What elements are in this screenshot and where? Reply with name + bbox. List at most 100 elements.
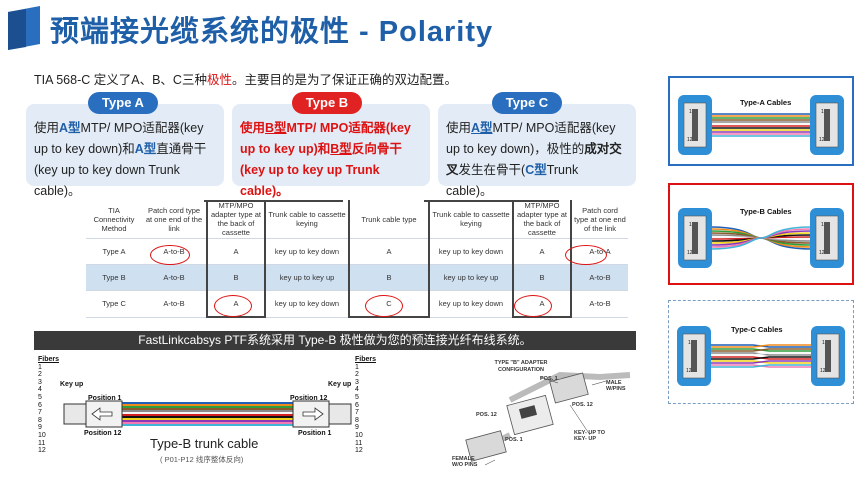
fiber-strand (709, 344, 813, 348)
table-thick-top (204, 200, 343, 202)
fiber-strand (122, 404, 293, 406)
table-header-cell: Trunk cable to cassette keying (265, 200, 349, 239)
type-b-pill: Type B (292, 92, 362, 114)
trunk-cable-label: Type-B trunk cable (150, 436, 259, 451)
adapter-pos12-left: POS. 12 (476, 412, 497, 418)
fiber-strand (709, 364, 813, 368)
table-cell: B (348, 264, 430, 291)
table-header-cell: MTP/MPO adapter type at the back of cass… (206, 200, 266, 239)
fiber-strand (122, 410, 293, 412)
table-header-cell: Trunk cable type (348, 200, 430, 239)
table-cell: key up to key down (429, 290, 513, 318)
position-number: 1 (821, 109, 824, 115)
fiber-strand (122, 424, 293, 426)
table-header-cell: Patch cord type at one end of the link (142, 200, 207, 239)
connectivity-table: TIA Connectivity Method Patch cord type … (86, 200, 628, 318)
adapter-configuration-drawing (465, 371, 631, 466)
fiber-strand (709, 226, 813, 250)
subtitle: TIA 568-C 定义了A、B、C三种极性。主要目的是为了保证正确的双边配置。 (34, 73, 457, 87)
fiber-strand (122, 414, 293, 416)
type-c-cables-caption: Type-C Cables (731, 325, 783, 334)
fiber-strand (709, 356, 813, 360)
adapter-pos1-top: POS. 1 (540, 376, 558, 382)
adapter-pos12-top: POS. 12 (572, 402, 593, 408)
table-cell: A (206, 238, 266, 265)
fiber-strand (122, 406, 293, 408)
table-cell: A (512, 238, 572, 265)
right-connector (328, 403, 352, 425)
cable-connector: 1 12 (678, 208, 712, 268)
table-header-cell: TIA Connectivity Method (86, 200, 142, 239)
table-header-cell: Patch cord type at one end of the link (571, 200, 628, 239)
position-12-left-label: Position 12 (84, 430, 122, 437)
brand-logo-icon (8, 6, 40, 50)
fiber-strand (709, 348, 813, 352)
fiber-strand (122, 420, 293, 422)
table-cell: key up to key up (429, 264, 513, 291)
table-cell: Type A (86, 238, 142, 265)
fiber-strand (709, 352, 813, 356)
type-c-pill: Type C (492, 92, 562, 114)
table-cell: key up to key down (265, 238, 349, 265)
fiber-strand (122, 422, 293, 424)
fiber-strand (122, 408, 293, 410)
fiber-strand (122, 402, 293, 404)
table-cell: Type B (86, 264, 142, 291)
position-number: 12 (687, 137, 693, 143)
fiber-strand (122, 416, 293, 418)
position-number: 1 (689, 222, 692, 228)
adapter-title: TYPE "B" ADAPTER CONFIGURATION (494, 360, 548, 373)
position-number: 1 (822, 340, 825, 346)
adapter-female-label: FEMALE W/O PINS (452, 456, 478, 468)
arrow-icon (91, 407, 113, 421)
arrow-icon (302, 407, 324, 421)
trunk-cable-diagram (63, 400, 352, 428)
position-number: 1 (689, 109, 692, 115)
type-a-box: 使用A型MTP/ MPO适配器(key up to key down)和A型直通… (26, 104, 224, 198)
type-b-box: 使用B型MTP/ MPO适配器(key up to key up)和B型反向骨干… (232, 104, 430, 198)
position-number: 12 (819, 137, 825, 143)
table-cell: B (206, 264, 266, 291)
key-up-left-label: Key up (60, 381, 84, 388)
type-a-cables-caption: Type-A Cables (740, 98, 792, 107)
highlight-ellipse (514, 295, 552, 317)
key-up-right-label: Key up (328, 381, 352, 388)
position-1-right-label: Position 1 (298, 430, 332, 437)
fiber-strand (709, 360, 813, 364)
fiber-strand (122, 418, 293, 420)
position-number: 1 (688, 340, 691, 346)
position-number: 1 (821, 222, 824, 228)
page-title: 预端接光缆系统的极性 - Polarity (50, 16, 494, 48)
adapter-pos1-bottom: POS. 1 (505, 437, 523, 443)
adapter-male-label: MALE W/PINS (606, 380, 626, 392)
table-cell: A-to-B (571, 290, 628, 318)
table-cell: key up to key down (429, 238, 513, 265)
position-number: 12 (687, 250, 693, 256)
table-thick-top (424, 200, 559, 202)
type-a-cable-illustration: 1 12 1 12 (678, 95, 844, 155)
adapter-keyup-label: KEY- UP TO KEY- UP (574, 430, 605, 442)
highlight-ellipse (214, 295, 252, 317)
table-cell: A-to-B (142, 290, 207, 318)
position-number: 12 (820, 368, 826, 374)
type-a-pill: Type A (88, 92, 158, 114)
position-1-left-label: Position 1 (88, 395, 122, 402)
table-header-cell: MTP/MPO adapter type at the back of cass… (512, 200, 572, 239)
highlight-ellipse (565, 245, 607, 265)
cable-connector: 112 (677, 326, 711, 386)
cable-connector: 1 12 (678, 95, 712, 155)
trunk-cable-sublabel: ( P01-P12 线序整体反向) (160, 455, 244, 464)
table-header-row: TIA Connectivity Method Patch cord type … (86, 200, 628, 239)
type-a-cables-panel: 1 12 1 12 Type-A Cables (668, 76, 854, 166)
highlight-ellipse (365, 295, 403, 317)
type-b-cables-caption: Type-B Cables (740, 207, 792, 216)
left-connector (63, 403, 87, 425)
table-cell: key up to key down (265, 290, 349, 318)
cable-connector: 1 12 (810, 95, 844, 155)
position-12-right-label: Position 12 (290, 395, 328, 402)
